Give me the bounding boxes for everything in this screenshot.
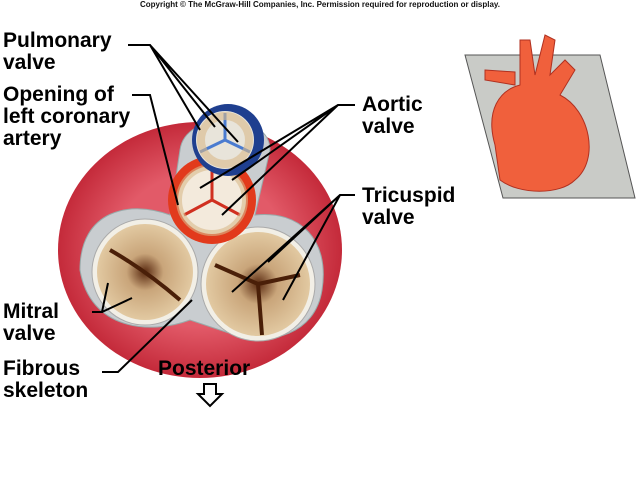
heart-orientation-inset — [464, 34, 636, 199]
leader-lines — [92, 44, 355, 373]
mitral-valve-label: Mitral valve — [3, 300, 60, 345]
posterior-arrow-icon — [195, 383, 225, 408]
pulmonary-valve — [192, 104, 264, 176]
pulmonary-valve-label: Pulmonary valve — [3, 29, 112, 74]
posterior-label: Posterior — [158, 357, 251, 380]
tricuspid-valve — [200, 226, 316, 342]
mitral-valve — [91, 218, 199, 326]
copyright-notice: Copyright © The McGraw-Hill Companies, I… — [139, 0, 501, 9]
fibrous-skeleton-label: Fibrous skeleton — [3, 357, 89, 402]
aortic-valve-label: Aortic valve — [362, 93, 423, 138]
left-coronary-opening-label: Opening of left coronary artery — [3, 83, 131, 150]
tricuspid-valve-label: Tricuspid valve — [362, 184, 456, 229]
